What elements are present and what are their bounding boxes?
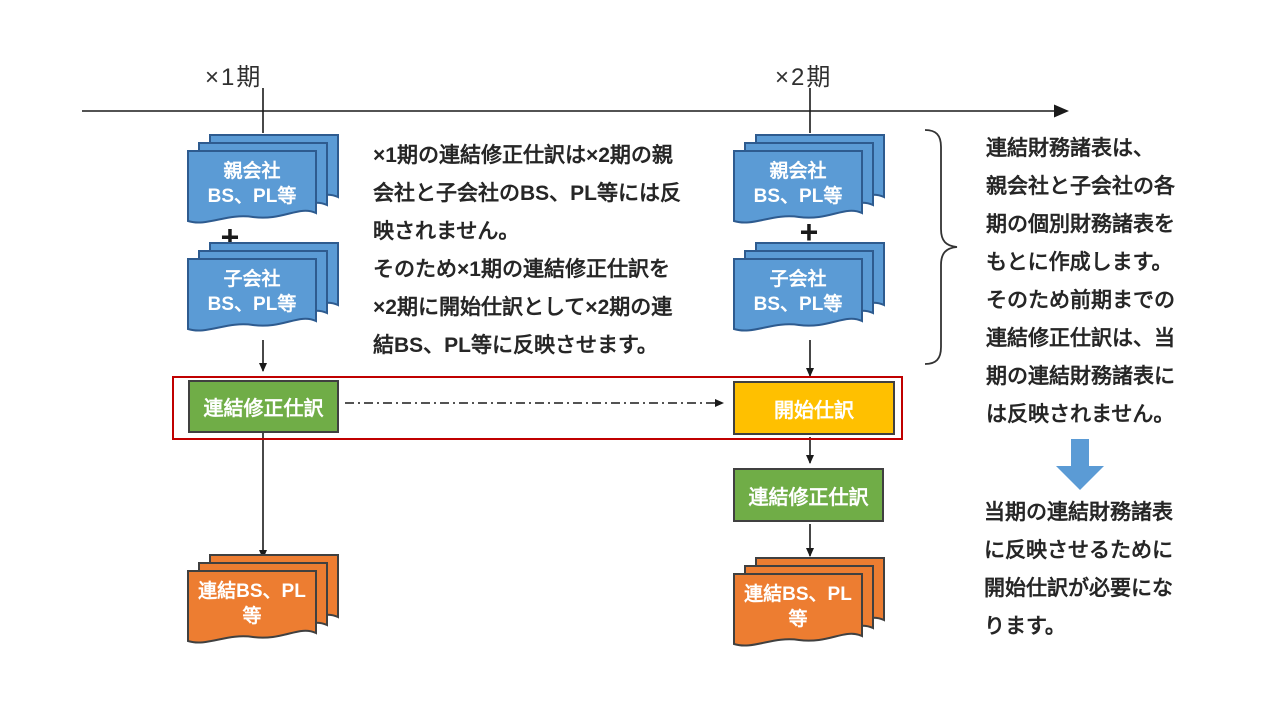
- p2-parent-doc-stack: 親会社 BS、PL等: [733, 134, 885, 230]
- grouping-brace-icon: [924, 129, 958, 365]
- p1-consolidation-adjustment-box: 連結修正仕訳: [188, 380, 339, 433]
- p2-consolidation-adjustment-box: 連結修正仕訳: [733, 468, 884, 522]
- p2-subsidiary-doc-line1: 子会社: [769, 269, 827, 290]
- p1-result-doc-stack: 連結BS、PL 等: [187, 554, 339, 650]
- p1-parent-doc-stack: 親会社 BS、PL等: [187, 134, 339, 230]
- p2-subsidiary-doc-stack: 子会社 BS、PL等: [733, 242, 885, 338]
- side-note-top: 連結財務諸表は、 親会社と子会社の各 期の個別財務諸表を もとに作成します。 そ…: [986, 137, 1175, 426]
- document-shape-icon: [733, 573, 863, 647]
- document-shape-icon: [733, 150, 863, 224]
- p1-subsidiary-doc-line2: BS、PL等: [207, 294, 297, 315]
- timeline-arrowhead-icon: [1054, 104, 1069, 118]
- p2-parent-doc-line1: 親会社: [769, 161, 827, 182]
- document-shape-icon: [733, 258, 863, 332]
- period2-label: ×2期: [775, 64, 833, 91]
- p2-subsidiary-doc-line2: BS、PL等: [753, 294, 843, 315]
- p1-parent-doc-label: 親会社 BS、PL等: [187, 150, 317, 218]
- p1-subsidiary-doc-label: 子会社 BS、PL等: [187, 258, 317, 326]
- p1-subsidiary-doc-line1: 子会社: [223, 269, 281, 290]
- p2-result-doc-label: 連結BS、PL 等: [733, 573, 863, 641]
- flow-arrows: [259, 340, 814, 559]
- p2-opening-entry-box: 開始仕訳: [733, 381, 895, 435]
- p2-parent-doc-line2: BS、PL等: [753, 186, 843, 207]
- timeline-axis: [82, 88, 1069, 133]
- p1-parent-doc-line1: 親会社: [223, 161, 281, 182]
- side-note-bottom: 当期の連結財務諸表 に反映させるために 開始仕訳が必要にな ります。: [984, 501, 1173, 638]
- p2-subsidiary-doc-label: 子会社 BS、PL等: [733, 258, 863, 326]
- document-shape-icon: [187, 258, 317, 332]
- p1-result-doc-line1: 連結BS、PL: [198, 581, 306, 602]
- document-shape-icon: [187, 150, 317, 224]
- p2-result-doc-line1: 連結BS、PL: [744, 584, 852, 605]
- period1-label: ×1期: [205, 64, 263, 91]
- p1-result-doc-label: 連結BS、PL 等: [187, 570, 317, 638]
- down-arrow-icon: [1056, 439, 1104, 490]
- p1-result-doc-line2: 等: [242, 606, 262, 627]
- p1-subsidiary-doc-stack: 子会社 BS、PL等: [187, 242, 339, 338]
- p2-result-doc-stack: 連結BS、PL 等: [733, 557, 885, 653]
- p1-parent-doc-line2: BS、PL等: [207, 186, 297, 207]
- center-explanation-note: ×1期の連結修正仕訳は×2期の親 会社と子会社のBS、PL等には反 映されません…: [373, 144, 682, 357]
- p2-plus-sign: +: [799, 214, 819, 250]
- p2-parent-doc-label: 親会社 BS、PL等: [733, 150, 863, 218]
- document-shape-icon: [187, 570, 317, 644]
- p2-result-doc-line2: 等: [788, 609, 808, 630]
- carryforward-highlight-frame: [172, 376, 903, 440]
